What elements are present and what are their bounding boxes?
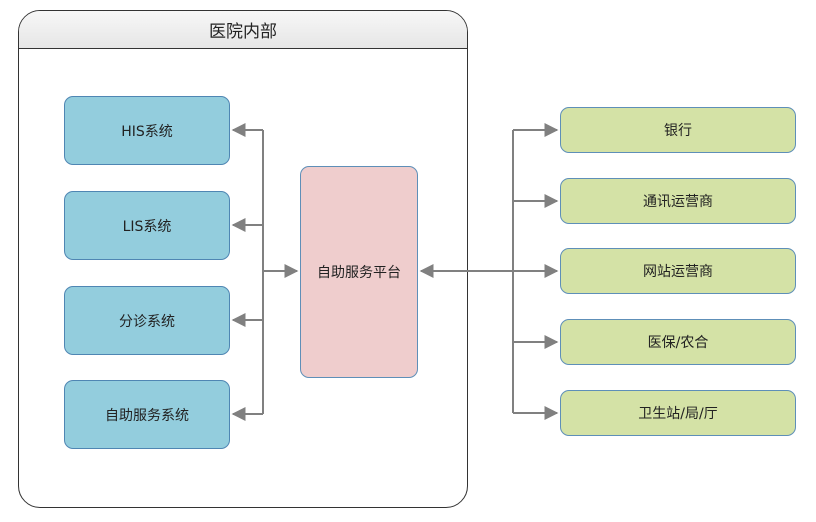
telecom-operator-label: 通讯运营商: [643, 194, 713, 210]
self-service-platform-box: 自助服务平台: [300, 166, 418, 378]
medical-insurance-box: 医保/农合: [560, 319, 796, 365]
triage-system-label: 分诊系统: [119, 313, 175, 330]
health-station-box: 卫生站/局/厅: [560, 390, 796, 436]
triage-system-box: 分诊系统: [64, 286, 230, 355]
container-title: 医院内部: [19, 11, 467, 49]
health-station-label: 卫生站/局/厅: [638, 406, 718, 422]
his-system-label: HIS系统: [121, 123, 173, 140]
lis-system-box: LIS系统: [64, 191, 230, 260]
bank-label: 银行: [664, 123, 692, 139]
medical-insurance-label: 医保/农合: [647, 335, 709, 351]
web-operator-label: 网站运营商: [643, 264, 713, 280]
bank-box: 银行: [560, 107, 796, 153]
self-service-system-label: 自助服务系统: [105, 407, 189, 424]
self-service-system-box: 自助服务系统: [64, 380, 230, 449]
his-system-box: HIS系统: [64, 96, 230, 165]
lis-system-label: LIS系统: [122, 218, 172, 235]
telecom-operator-box: 通讯运营商: [560, 178, 796, 224]
self-service-platform-label: 自助服务平台: [317, 265, 401, 281]
web-operator-box: 网站运营商: [560, 248, 796, 294]
